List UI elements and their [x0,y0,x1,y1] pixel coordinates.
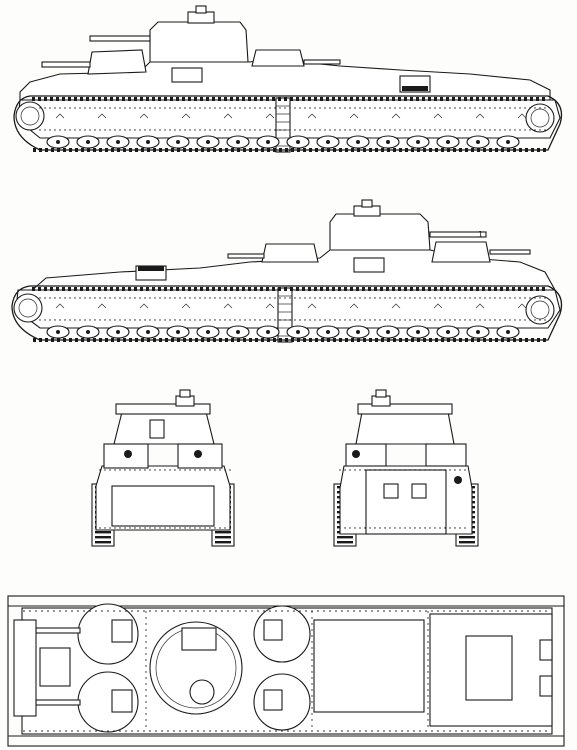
bow-plate [13,619,37,717]
gun-mantlet [352,450,360,458]
exhaust-louvre [138,266,164,271]
forward-turret [431,241,491,263]
main-turret [149,21,249,63]
gun-mantlet [454,476,462,484]
rivet-rows [339,469,466,529]
forward-gun [35,699,81,706]
rivet-rows [39,297,546,321]
cupola-hatch [179,389,191,398]
rear-engine-plate [365,469,447,535]
road-wheels [32,97,546,152]
rivet-rows [23,610,547,732]
gun-mantlet [124,450,132,458]
side-door [353,257,385,273]
callout-number: 1 [478,230,483,239]
cupola-hatch [361,199,373,208]
track-outline [11,285,563,341]
top-view [7,595,565,747]
forward-turret-gun [41,61,91,68]
main-gun-barrel [89,35,151,42]
rear-view [333,389,479,547]
main-turret-roof [149,621,243,715]
idler-wheel [15,101,45,131]
rivet-rows [99,469,231,529]
commander-cupola [189,679,215,705]
lower-glacis [111,485,215,527]
cupola-hatch [195,5,207,14]
forward-turret [87,49,147,75]
main-turret [329,213,431,251]
main-gun-barrel [429,231,487,238]
deck-plate [313,619,425,713]
commander-cupola [187,11,215,24]
exhaust-louvre [402,86,428,91]
main-turret-hatch [181,627,217,651]
ladder-rungs [276,105,290,147]
rear-turret-gun [303,59,341,65]
cupola-hatch [375,389,387,398]
rear-hatch [411,483,427,499]
left-subturret [345,443,387,467]
subturret-hatch [263,619,283,641]
right-subturret [425,443,467,467]
fan-housing [539,639,553,661]
turret-roof [357,403,453,415]
fan-housing [539,675,553,697]
rivet-rows [39,107,546,131]
left-side-view [13,5,563,153]
rear-turret [261,243,319,263]
subturret-hatch [263,689,283,711]
gun-mantlet [194,450,202,458]
rear-turret-gun [227,253,265,259]
subturret-hatch [111,619,133,643]
subturret-hatch [111,689,133,713]
rear-turret [251,49,305,67]
rear-hatch [383,483,399,499]
right-side-view: 1 [11,199,563,343]
vision-port [149,419,165,439]
main-turret-rear [355,411,455,445]
drive-sprocket [13,293,43,323]
track-outline [13,95,563,151]
turret-roof [115,403,211,415]
side-ladder [275,97,291,153]
idler-wheel [525,295,555,325]
side-door [171,67,203,83]
front-view [91,389,235,547]
forward-subturret-left [77,603,139,665]
top-track-outline [7,595,565,747]
road-wheels [32,287,546,342]
engine-deck-plate [465,635,513,701]
forward-turret-gun [489,249,531,255]
forward-gun [35,627,81,634]
driver-hatch [39,647,71,687]
